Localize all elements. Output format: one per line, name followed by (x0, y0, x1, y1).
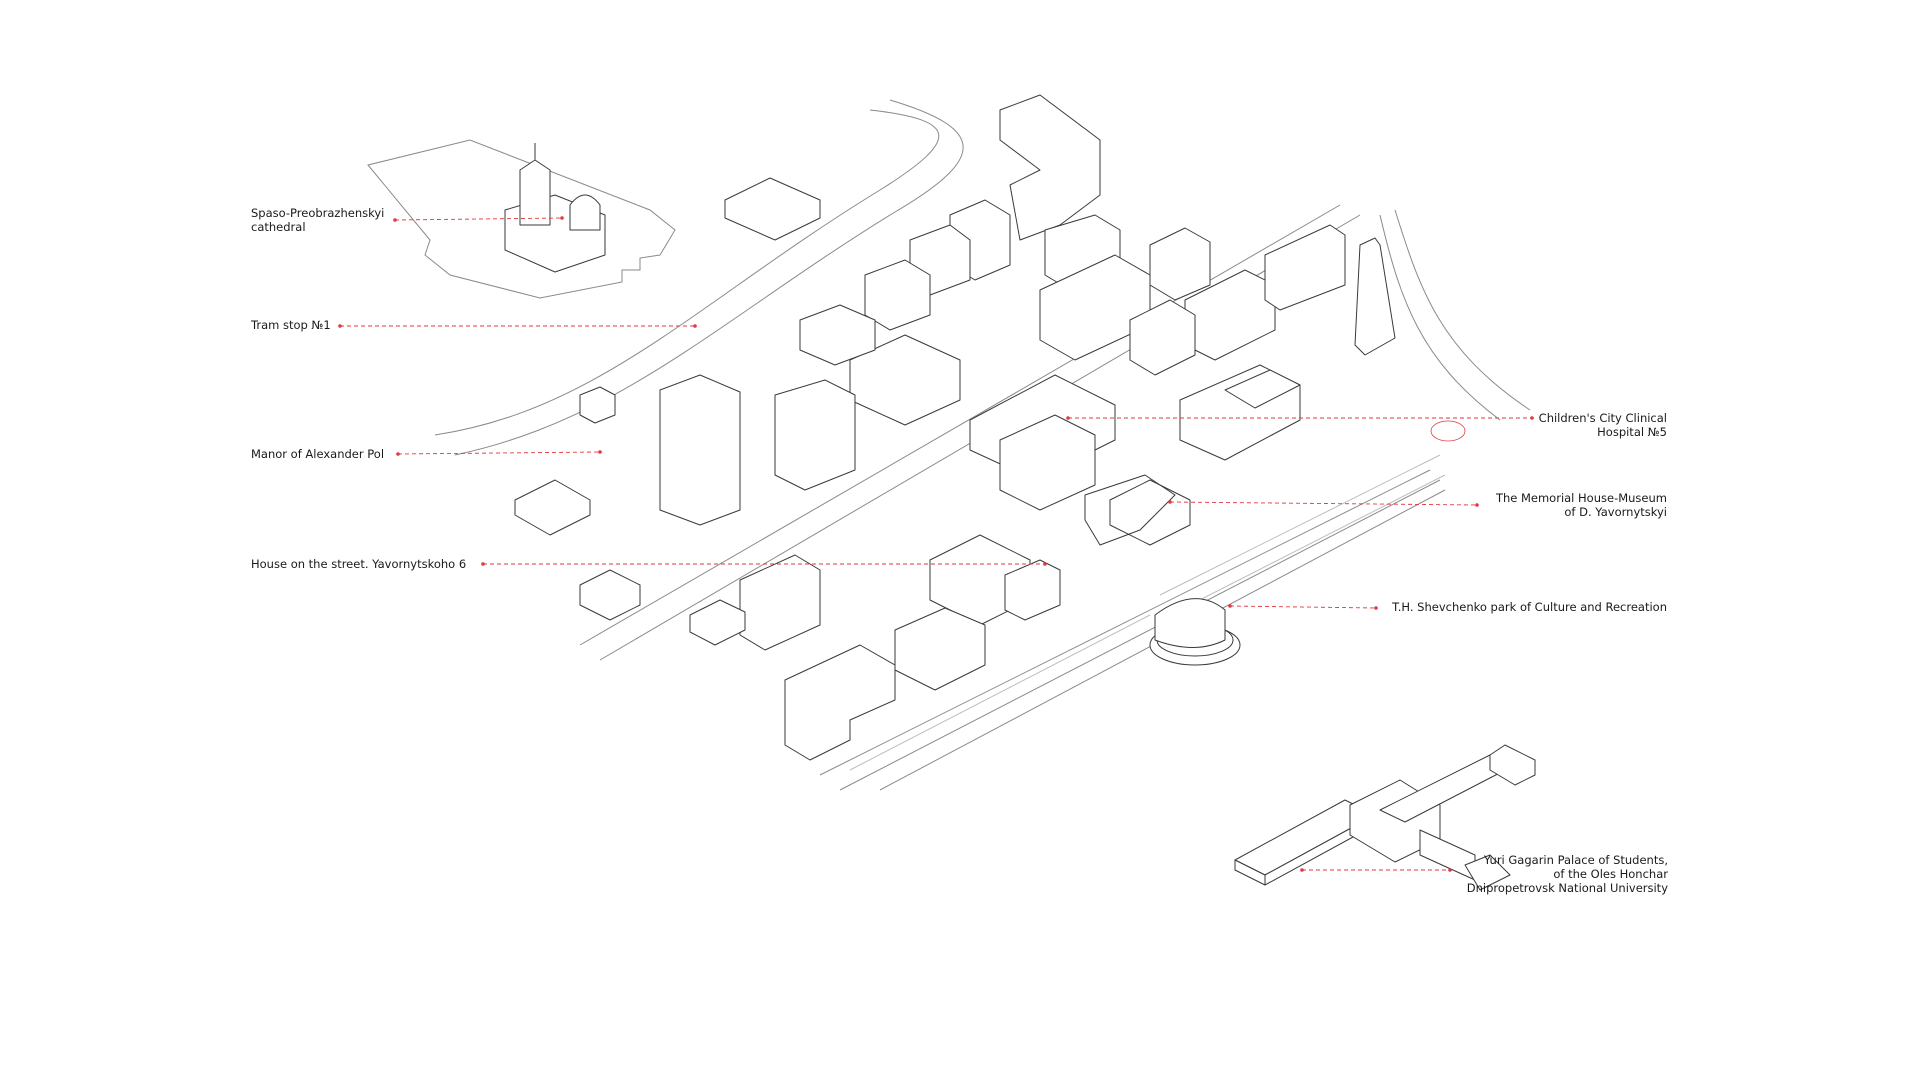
leader-dot-cathedral-end (560, 216, 564, 220)
label-memorial-house-line-2: of D. Yavornytskyi (1564, 505, 1667, 519)
label-tram-stop: Tram stop №1 (251, 318, 331, 332)
manor-block (579, 386, 616, 424)
block-south-2 (689, 599, 746, 646)
block-south-4 (894, 607, 986, 691)
label-tram-stop-line-1: Tram stop №1 (251, 318, 331, 332)
label-cathedral-line-2: cathedral (251, 220, 306, 234)
palace-south-entrance (1464, 854, 1511, 891)
slab-block-west (774, 379, 856, 491)
block-north-9 (1129, 299, 1196, 376)
block-southwest-2 (579, 569, 641, 621)
leader-dot-gagarin-palace-end (1448, 868, 1452, 872)
leader-dot-shevchenko-park-end (1374, 606, 1378, 610)
historic-block-west (799, 304, 876, 366)
leader-dot-gagarin-palace-start (1300, 868, 1304, 872)
leader-dot-manor-end (598, 450, 602, 454)
leader-dot-hospital-start (1066, 416, 1070, 420)
label-hospital: Children's City Clinical Hospital №5 (1539, 411, 1667, 439)
label-memorial-house-line-1: The Memorial House-Museum (1495, 491, 1667, 505)
leader-lines (338, 216, 1534, 872)
block-south-3 (784, 644, 896, 761)
leader-line-shevchenko-park (1229, 605, 1377, 609)
leader-dot-house-street-start (481, 562, 485, 566)
curved-road-edge-outer (434, 109, 940, 436)
label-cathedral-line-1: Spaso-Preobrazhenskyi (251, 206, 385, 220)
label-shevchenko-park-line-1: T.H. Shevchenko park of Culture and Recr… (1392, 600, 1667, 614)
label-cathedral: Spaso-Preobrazhenskyi cathedral (251, 206, 384, 234)
label-hospital-line-2: Hospital №5 (1597, 425, 1667, 439)
block-north-l (999, 94, 1101, 241)
label-manor: Manor of Alexander Pol (251, 447, 384, 461)
side-road-east (1379, 214, 1501, 421)
leader-line-manor (397, 451, 601, 455)
label-hospital-line-1: Children's City Clinical (1538, 411, 1667, 425)
leader-dot-tram-stop-end (693, 324, 697, 328)
block-north-10 (1264, 224, 1346, 311)
house-yavornytskoho-annex (1004, 559, 1061, 621)
cathedral-grounds-outline (367, 139, 676, 299)
leader-line-memorial-house (1169, 501, 1478, 506)
avenue-edge-south-2 (839, 479, 1441, 791)
building-masses (514, 94, 1396, 761)
shevchenko-park-rotunda (1149, 598, 1241, 666)
block-south-1 (739, 554, 821, 651)
tower-block (659, 374, 741, 526)
label-gagarin-palace: Yuri Gagarin Palace of Students, of the … (1467, 853, 1668, 895)
label-gagarin-palace-line-3: Dnipropetrovsk National University (1466, 881, 1668, 895)
boulevard-strip (1159, 454, 1446, 611)
block-north-4 (864, 259, 931, 331)
label-manor-line-1: Manor of Alexander Pol (251, 447, 385, 461)
block-north-east (1354, 237, 1396, 356)
label-shevchenko-park: T.H. Shevchenko park of Culture and Recr… (1392, 600, 1667, 614)
label-house-street: House on the street. Yavornytskoho 6 (251, 557, 466, 571)
palace-north-pavilion (1489, 744, 1536, 786)
boulevard-strip-2 (849, 614, 1151, 771)
cathedral-bell-tower (519, 159, 551, 226)
cathedral-dome (569, 194, 601, 231)
leader-dot-manor-start (396, 452, 400, 456)
block-east-1-roof (1224, 369, 1301, 409)
leader-dot-hospital-end (1530, 416, 1534, 420)
avenue-edge-north (579, 204, 1341, 646)
leader-dot-house-street-end (1043, 562, 1047, 566)
gagarin-palace (1234, 744, 1536, 891)
avenue-edge-south (819, 469, 1431, 776)
cathedral-precinct (367, 139, 676, 299)
memorial-house-grounds (1084, 474, 1176, 546)
leader-dot-memorial-house-start (1168, 500, 1172, 504)
leader-dot-tram-stop-start (338, 324, 342, 328)
street-outlines (434, 99, 1531, 791)
label-gagarin-palace-line-1: Yuri Gagarin Palace of Students, (1483, 853, 1668, 867)
memorial-house (1109, 479, 1191, 546)
rotunda-colonnade (1154, 598, 1226, 648)
block-southwest-1 (514, 479, 591, 536)
roundabout-marker (1430, 420, 1466, 442)
side-road-east-2 (1394, 209, 1531, 411)
label-memorial-house: The Memorial House-Museum of D. Yavornyt… (1496, 491, 1667, 519)
leader-dot-cathedral-start (393, 218, 397, 222)
label-house-street-line-1: House on the street. Yavornytskoho 6 (251, 557, 467, 571)
block-north-7 (1149, 227, 1211, 301)
block-north-1 (724, 177, 821, 241)
hospital-wing (999, 414, 1096, 511)
leader-dot-memorial-house-end (1475, 503, 1479, 507)
label-gagarin-palace-line-2: of the Oles Honchar (1553, 867, 1668, 881)
leader-dot-shevchenko-park-start (1228, 604, 1232, 608)
curved-road-edge-inner (454, 99, 964, 456)
